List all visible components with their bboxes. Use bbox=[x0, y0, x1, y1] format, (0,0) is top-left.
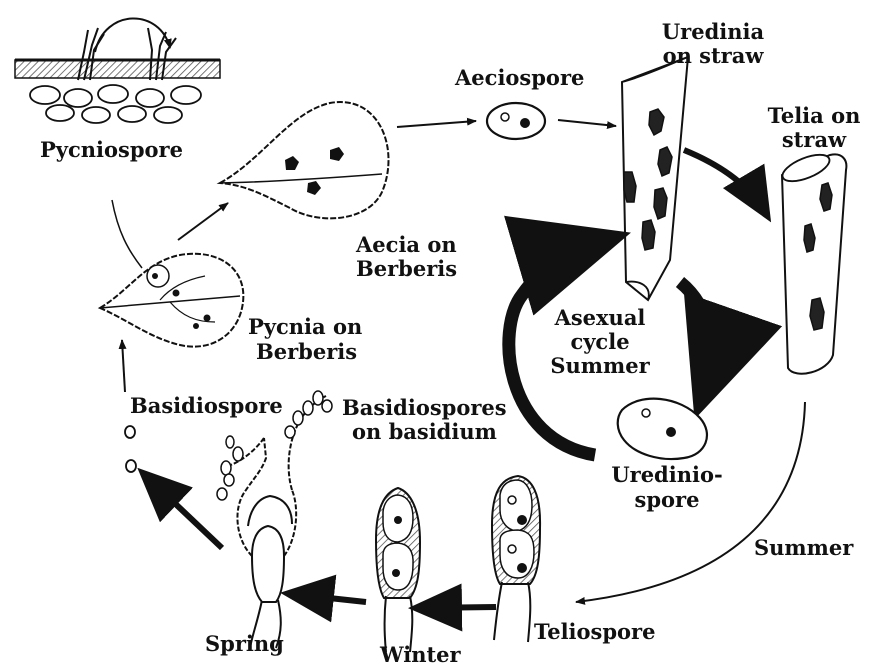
label-basidiospores-line1: Basidiospores bbox=[342, 396, 507, 420]
label-teliospore: Teliospore bbox=[534, 620, 655, 644]
label-urediniospore-line2: spore bbox=[602, 488, 732, 512]
label-asexual-line2: cycle bbox=[535, 330, 665, 354]
asexual-cycle-arrow-right bbox=[680, 282, 711, 395]
aeciospore-drawing bbox=[487, 103, 545, 139]
aecia-leaf-drawing bbox=[220, 102, 389, 218]
label-telia-line1: Telia on bbox=[762, 104, 866, 128]
label-asexual-line1: Asexual bbox=[535, 306, 665, 330]
label-telia-line2: straw bbox=[762, 128, 866, 152]
arrow-pycnia-to-aecia bbox=[178, 203, 228, 240]
label-urediniospore-line1: Uredinio- bbox=[602, 463, 732, 487]
label-spring: Spring bbox=[205, 632, 284, 656]
arrow-spring-to-basidiospore bbox=[146, 476, 222, 548]
pycnia-cross-section bbox=[15, 18, 220, 123]
arrow-basidiospore-to-pycnia bbox=[122, 340, 125, 392]
teliospore-summer-drawing bbox=[492, 476, 540, 642]
label-aeciospore: Aeciospore bbox=[455, 66, 584, 90]
teliospore-winter-drawing bbox=[376, 488, 420, 652]
label-uredinia-line2: on straw bbox=[658, 44, 768, 68]
telia-straw-drawing bbox=[779, 149, 846, 373]
label-basidiospore: Basidiospore bbox=[130, 394, 283, 418]
label-asexual-line3: Summer bbox=[535, 354, 665, 378]
arrow-aecia-to-aeciospore bbox=[397, 121, 476, 127]
label-pycnia-line2: Berberis bbox=[256, 340, 357, 364]
label-pycnia-line1: Pycnia on bbox=[248, 315, 362, 339]
label-basidiospores-line2: on basidium bbox=[352, 420, 497, 444]
label-aecia-line2: Berberis bbox=[356, 257, 457, 281]
label-summer: Summer bbox=[754, 536, 853, 560]
arrow-aeciospore-to-uredinia bbox=[558, 120, 616, 126]
label-aecia-line1: Aecia on bbox=[356, 233, 457, 257]
arrow-teliospore-to-winter bbox=[420, 607, 496, 608]
label-pycniospore: Pycniospore bbox=[40, 138, 183, 162]
arrow-uredinia-to-telia bbox=[684, 150, 765, 212]
basidiospores-loose bbox=[125, 426, 136, 472]
uredinia-straw-drawing bbox=[622, 57, 688, 300]
arrow-winter-to-spring bbox=[292, 594, 366, 602]
label-winter: Winter bbox=[380, 643, 461, 667]
basidium-spring-drawing bbox=[217, 391, 332, 648]
urediniospore-drawing bbox=[618, 399, 707, 459]
label-uredinia-line1: Uredinia bbox=[658, 20, 768, 44]
pycnia-leaf-drawing bbox=[100, 200, 243, 347]
